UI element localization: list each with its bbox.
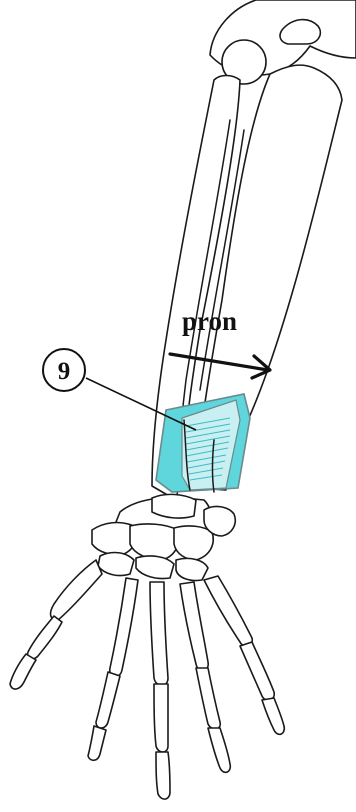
carpal-bones <box>92 494 235 580</box>
index-finger <box>88 578 138 760</box>
pronation-label: pron <box>182 306 237 336</box>
thumb <box>10 560 102 689</box>
muscle-number-callout: 9 <box>43 349 85 391</box>
pronator-quadratus-muscle <box>156 394 250 492</box>
middle-finger <box>150 582 170 799</box>
muscle-number-label: 9 <box>58 358 71 385</box>
